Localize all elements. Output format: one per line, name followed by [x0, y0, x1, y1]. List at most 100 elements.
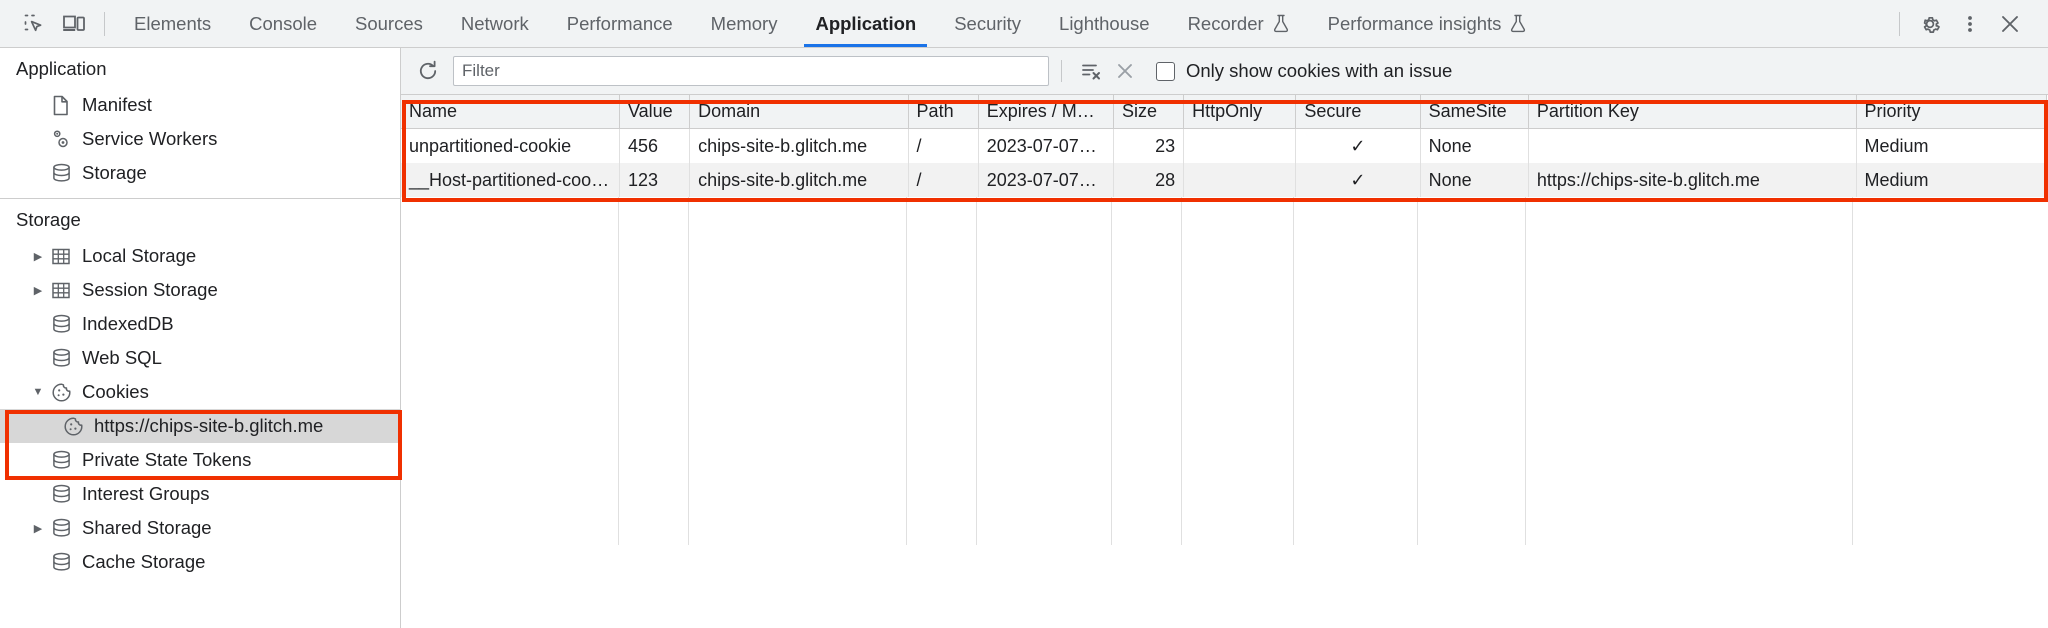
tab-security[interactable]: Security: [935, 0, 1040, 47]
column-header-domain[interactable]: Domain: [689, 95, 909, 129]
column-header-secure[interactable]: Secure: [1295, 95, 1421, 129]
tab-performance-insights[interactable]: Performance insights: [1309, 0, 1547, 47]
refresh-icon[interactable]: [411, 54, 445, 88]
only-show-issues-checkbox-row[interactable]: Only show cookies with an issue: [1156, 60, 1452, 82]
sidebar-item-label: Manifest: [82, 93, 152, 115]
chevron-right-icon[interactable]: ▶: [33, 250, 43, 263]
sidebar-item-local-storage[interactable]: ▶ Local Storage: [0, 239, 400, 273]
cell-samesite: None: [1420, 128, 1529, 163]
column-header-value[interactable]: Value: [619, 95, 691, 129]
sidebar-item-label: IndexedDB: [82, 312, 174, 334]
cell-value: 456: [619, 128, 691, 163]
sidebar-item-cookies[interactable]: ▼ Cookies: [0, 375, 400, 409]
table-empty-area: [401, 197, 2047, 545]
cell-value: 123: [619, 163, 691, 197]
inspect-element-icon[interactable]: [14, 6, 54, 42]
database-icon: [48, 449, 74, 471]
tab-sources[interactable]: Sources: [336, 0, 442, 47]
tab-recorder[interactable]: Recorder: [1169, 0, 1309, 47]
cookies-panel: Only show cookies with an issue Name Val…: [401, 48, 2048, 628]
chevron-down-icon[interactable]: ▼: [32, 386, 44, 398]
gear-icon[interactable]: [1910, 6, 1950, 42]
table-header-row: Name Value Domain Path Expires / M… Size…: [401, 95, 2047, 129]
empty-col: [401, 197, 619, 545]
tab-label: Elements: [134, 12, 212, 34]
chevron-right-icon[interactable]: ▶: [33, 284, 43, 297]
kebab-menu-icon[interactable]: [1950, 6, 1990, 42]
cell-partition-key: https://chips-site-b.glitch.me: [1528, 163, 1857, 197]
empty-col: [907, 197, 977, 545]
column-header-expires[interactable]: Expires / M…: [978, 95, 1114, 129]
empty-col: [1853, 197, 2043, 545]
toolbar-right-controls: [1889, 6, 2048, 42]
tab-label: Memory: [710, 12, 778, 34]
column-header-httponly[interactable]: HttpOnly: [1183, 95, 1297, 129]
table-row[interactable]: unpartitioned-cookie 456 chips-site-b.gl…: [401, 128, 2047, 163]
table-row[interactable]: __Host-partitioned-cookie 123 chips-site…: [401, 163, 2047, 197]
sidebar-item-interest-groups[interactable]: Interest Groups: [0, 477, 400, 511]
database-icon: [48, 347, 74, 369]
checkbox-icon[interactable]: [1156, 61, 1175, 81]
tab-elements[interactable]: Elements: [115, 0, 230, 47]
sidebar-item-label: Cache Storage: [82, 550, 206, 572]
empty-col: [1182, 197, 1294, 545]
cell-path: /: [908, 163, 979, 197]
cell-httponly: [1183, 163, 1297, 197]
column-header-size[interactable]: Size: [1113, 95, 1185, 129]
tab-console[interactable]: Console: [230, 0, 336, 47]
tab-application[interactable]: Application: [796, 0, 935, 47]
sidebar-item-indexeddb[interactable]: IndexedDB: [0, 307, 400, 341]
cookies-data-grid[interactable]: Name Value Domain Path Expires / M… Size…: [401, 95, 2048, 628]
column-header-samesite[interactable]: SameSite: [1420, 95, 1529, 129]
sidebar-item-storage[interactable]: Storage: [0, 156, 400, 190]
tab-label: Console: [249, 12, 318, 34]
cell-partition-key: [1528, 128, 1857, 163]
cookies-filter-toolbar: Only show cookies with an issue: [401, 48, 2048, 95]
cell-expires: 2023-07-07…: [978, 163, 1114, 197]
service-workers-gears-icon: [48, 128, 74, 150]
cell-path: /: [908, 128, 979, 163]
column-header-name[interactable]: Name: [401, 95, 620, 129]
empty-col: [977, 197, 1112, 545]
cell-name: __Host-partitioned-cookie: [401, 163, 620, 197]
sidebar-item-web-sql[interactable]: Web SQL: [0, 341, 400, 375]
sidebar-item-cache-storage[interactable]: Cache Storage: [0, 545, 400, 579]
tab-label: Recorder: [1187, 12, 1264, 34]
filter-input[interactable]: [453, 56, 1049, 86]
device-toolbar-icon[interactable]: [54, 6, 94, 42]
sidebar-item-shared-storage[interactable]: ▶ Shared Storage: [0, 511, 400, 545]
filterbar-divider: [1061, 60, 1062, 82]
empty-col: [1526, 197, 1853, 545]
tab-label: Network: [460, 12, 529, 34]
experiment-flask-icon: [1273, 14, 1290, 33]
sidebar-item-session-storage[interactable]: ▶ Session Storage: [0, 273, 400, 307]
cell-samesite: None: [1420, 163, 1529, 197]
chevron-right-icon[interactable]: ▶: [33, 522, 43, 535]
delete-selected-cookie-icon[interactable]: [1108, 54, 1142, 88]
sidebar-item-label: https://chips-site-b.glitch.me: [94, 414, 324, 436]
empty-col: [619, 197, 689, 545]
tab-performance[interactable]: Performance: [548, 0, 692, 47]
tab-network[interactable]: Network: [442, 0, 548, 47]
sidebar-item-cookie-origin[interactable]: https://chips-site-b.glitch.me: [0, 409, 400, 443]
database-icon: [48, 162, 74, 184]
tab-memory[interactable]: Memory: [692, 0, 797, 47]
sidebar-item-service-workers[interactable]: Service Workers: [0, 122, 400, 156]
sidebar-item-label: Local Storage: [82, 244, 197, 266]
cookie-icon: [48, 381, 74, 403]
column-header-path[interactable]: Path: [908, 95, 979, 129]
cell-domain: chips-site-b.glitch.me: [689, 163, 909, 197]
sidebar-item-private-state-tokens[interactable]: Private State Tokens: [0, 443, 400, 477]
empty-col: [1294, 197, 1418, 545]
sidebar-section-title-application: Application: [16, 58, 107, 79]
table-grid-icon: [48, 279, 74, 301]
column-header-priority[interactable]: Priority: [1856, 95, 2047, 129]
tab-lighthouse[interactable]: Lighthouse: [1040, 0, 1169, 47]
sidebar-item-label: Session Storage: [82, 278, 218, 300]
close-icon[interactable]: [1990, 6, 2030, 42]
sidebar-item-manifest[interactable]: Manifest: [0, 88, 400, 122]
column-header-partition-key[interactable]: Partition Key: [1528, 95, 1857, 129]
cell-priority: Medium: [1856, 128, 2047, 163]
clear-all-cookies-icon[interactable]: [1074, 54, 1108, 88]
